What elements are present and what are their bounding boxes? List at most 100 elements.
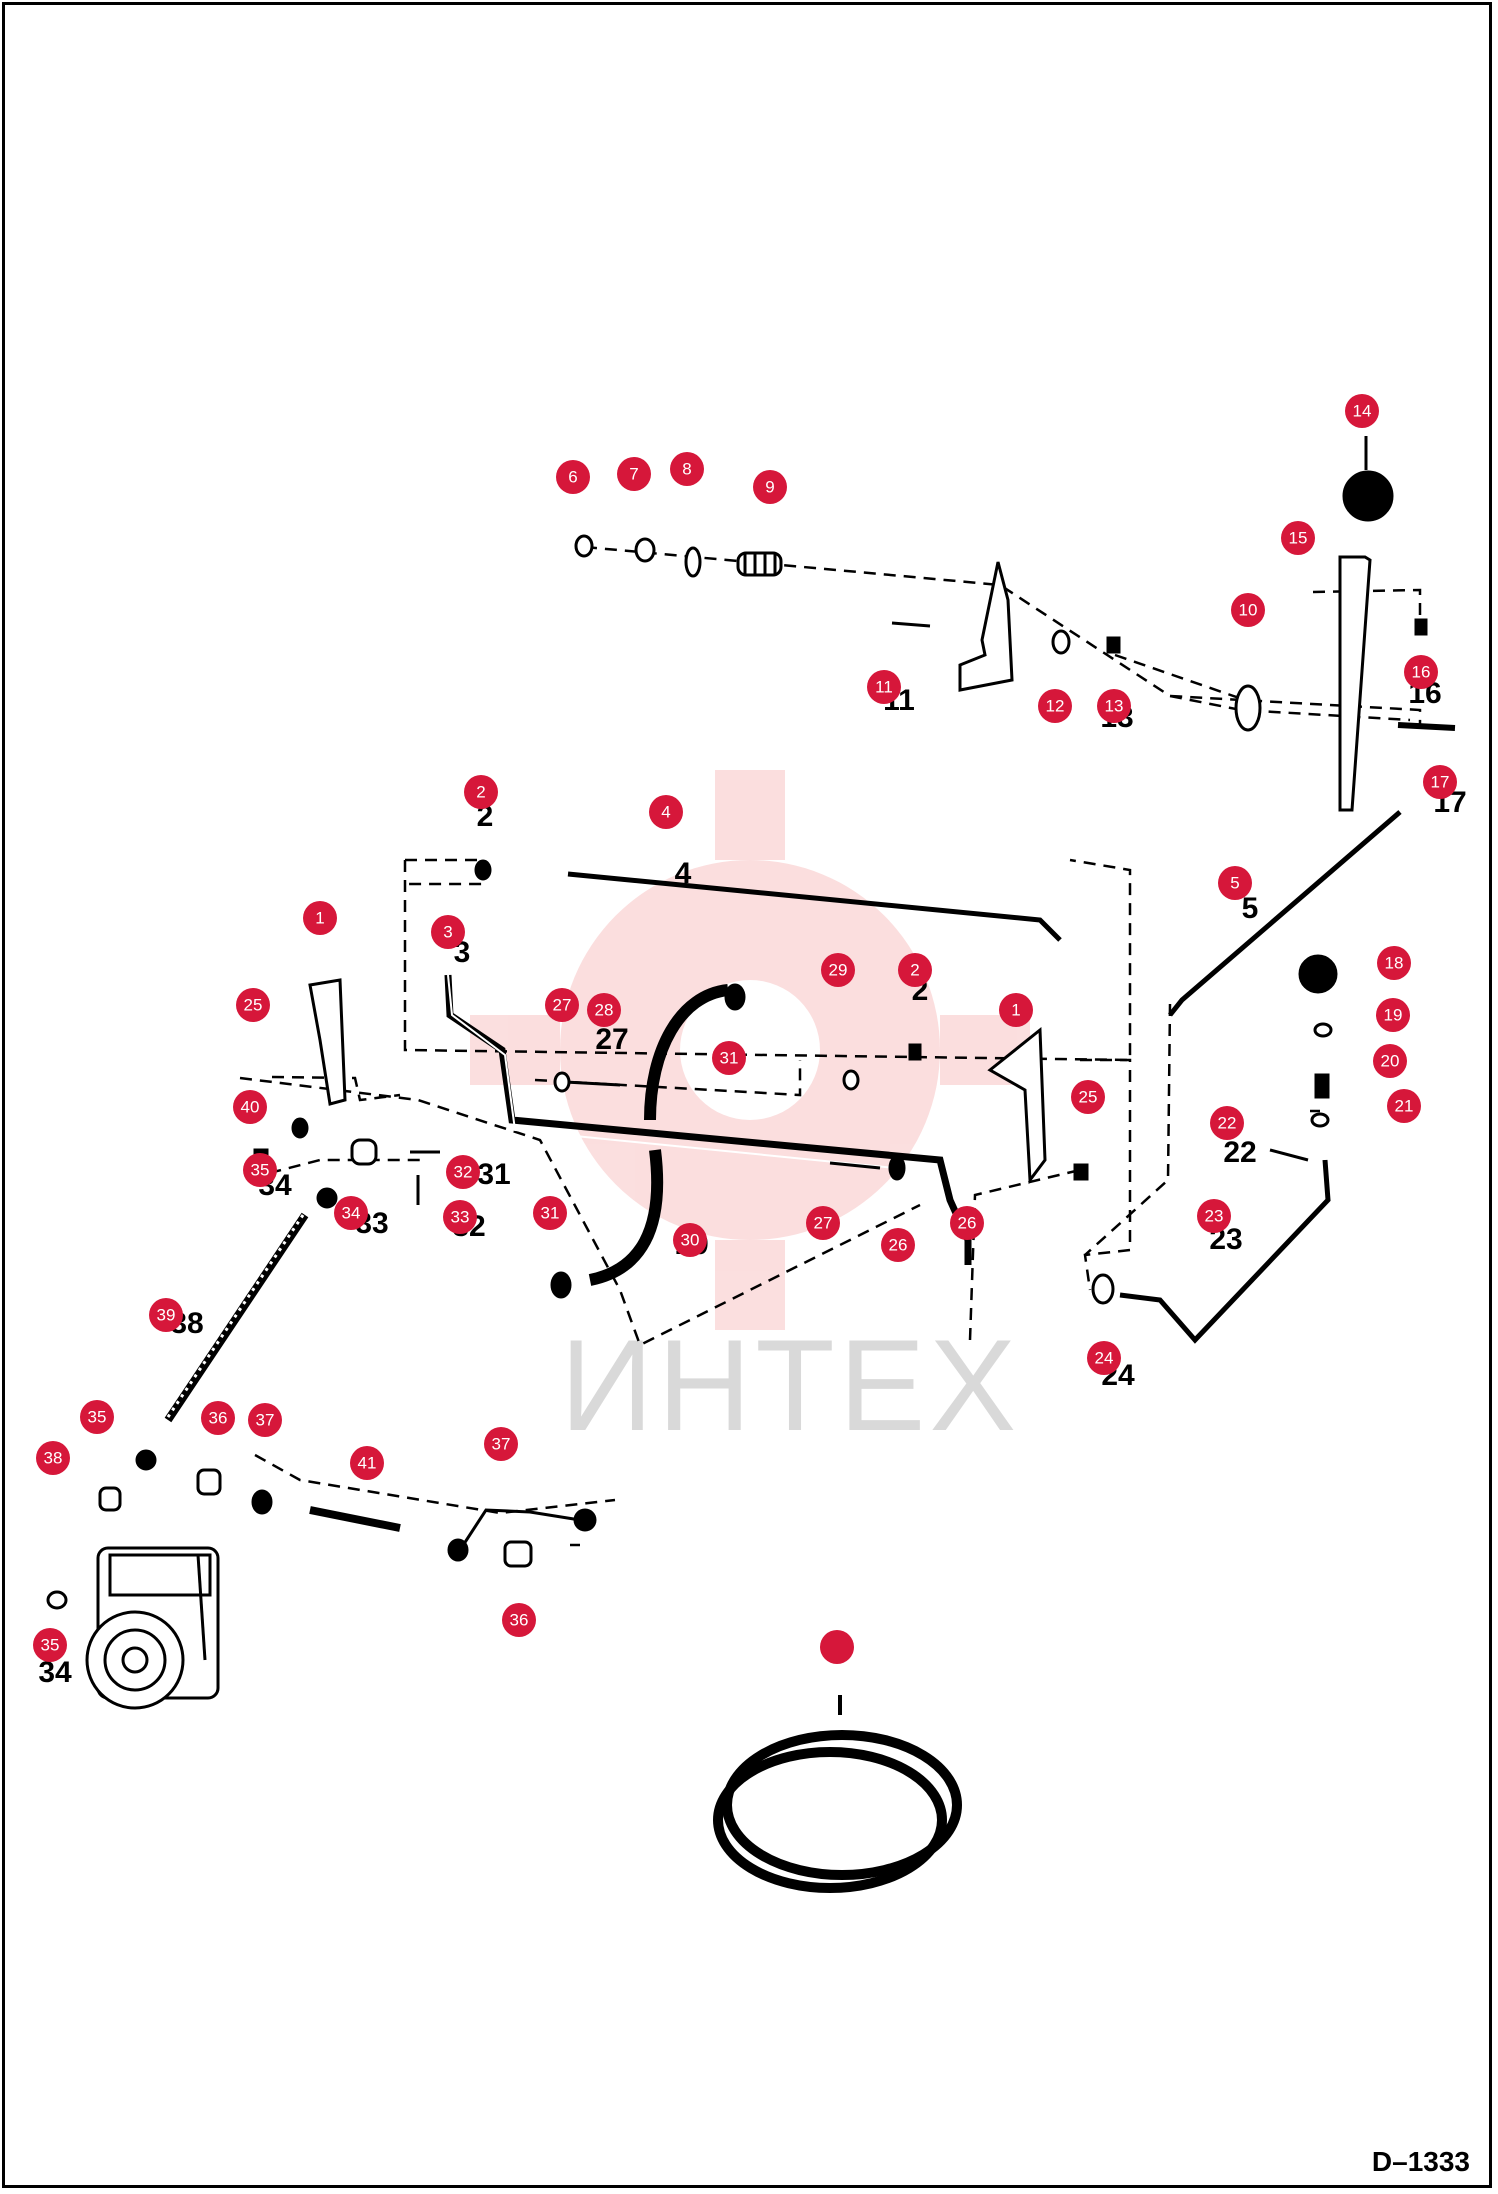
- callout-5: 5: [1218, 866, 1252, 900]
- callout-2: 2: [464, 775, 498, 809]
- callout-25: 25: [236, 988, 270, 1022]
- callout-badge: [33, 1628, 67, 1662]
- callout-badge: [898, 953, 932, 987]
- callout-31: 31: [712, 1041, 746, 1075]
- callout-35: 35: [243, 1153, 277, 1187]
- callout-badge: [446, 1155, 480, 1189]
- callout-label: 23: [1205, 1207, 1224, 1226]
- callout-38: 38: [36, 1441, 70, 1475]
- callout-label: 27: [814, 1214, 833, 1233]
- svg-text:22: 22: [1223, 1136, 1256, 1169]
- svg-text:27: 27: [595, 1023, 628, 1056]
- callout-badge: [1377, 946, 1411, 980]
- callout-34: 34: [334, 1196, 368, 1230]
- callout-40: 40: [233, 1090, 267, 1124]
- callout-label: 40: [241, 1098, 260, 1117]
- callout-20: 20: [1373, 1044, 1407, 1078]
- callout-label: 29: [829, 961, 848, 980]
- callout-14: 14: [1345, 394, 1379, 428]
- callout-label: 38: [44, 1449, 63, 1468]
- callout-label: 18: [1385, 954, 1404, 973]
- callout-badge: [867, 670, 901, 704]
- callout-badge: [1404, 655, 1438, 689]
- callout-badge: [556, 460, 590, 494]
- callout-37: 37: [248, 1403, 282, 1437]
- callout-badge: [1373, 1044, 1407, 1078]
- callout-16: 16: [1404, 655, 1438, 689]
- callout-label: 31: [720, 1049, 739, 1068]
- callout-label: 8: [682, 460, 691, 479]
- callout-37: 37: [484, 1427, 518, 1461]
- callout-badge: [334, 1196, 368, 1230]
- callout-label: 14: [1353, 402, 1372, 421]
- callout-10: 10: [1231, 593, 1265, 627]
- callout-badge: [36, 1441, 70, 1475]
- callout-36: 36: [201, 1401, 235, 1435]
- callout-22: 22: [1210, 1106, 1244, 1140]
- callout-badge: [533, 1196, 567, 1230]
- callout-label: 30: [681, 1231, 700, 1250]
- callout-28: 28: [587, 993, 621, 1027]
- callout-badge: [806, 1206, 840, 1240]
- callout-18: 18: [1377, 946, 1411, 980]
- callout-26: 26: [950, 1206, 984, 1240]
- callout-label: 4: [661, 803, 670, 822]
- callout-label: 33: [451, 1208, 470, 1227]
- callout-label: 25: [244, 996, 263, 1015]
- callout-1: 1: [999, 993, 1033, 1027]
- callout-badge: [649, 795, 683, 829]
- callout-label: 19: [1384, 1006, 1403, 1025]
- callout-badge: [201, 1401, 235, 1435]
- callout-label: 37: [492, 1435, 511, 1454]
- callout-badge: [303, 901, 337, 935]
- callout-23: 23: [1197, 1199, 1231, 1233]
- callout-label: 24: [1095, 1349, 1114, 1368]
- callout-badge: [233, 1090, 267, 1124]
- callout-badge: [464, 775, 498, 809]
- callout-badge: [617, 457, 651, 491]
- callout-label: 20: [1381, 1052, 1400, 1071]
- callout-label: 10: [1239, 601, 1258, 620]
- callout-4: 4: [649, 795, 683, 829]
- callout-19: 19: [1376, 998, 1410, 1032]
- callout-badge: [1038, 689, 1072, 723]
- callout-label: 31: [541, 1204, 560, 1223]
- callout-36: 36: [502, 1603, 536, 1637]
- callout-3: 3: [431, 915, 465, 949]
- callout-badge: [1387, 1089, 1421, 1123]
- callout-41: 41: [350, 1446, 384, 1480]
- callout-badge: [1210, 1106, 1244, 1140]
- callout-label: 26: [958, 1214, 977, 1233]
- callout-badge: [1197, 1199, 1231, 1233]
- callout-badge: [236, 988, 270, 1022]
- callout-label: 36: [510, 1611, 529, 1630]
- callout-25: 25: [1071, 1080, 1105, 1114]
- callout-label: 25: [1079, 1088, 1098, 1107]
- callout-21: 21: [1387, 1089, 1421, 1123]
- callout-badge: [712, 1041, 746, 1075]
- callout-badge: [820, 1630, 854, 1664]
- callout-badge: [753, 470, 787, 504]
- callout-label: 2: [476, 783, 485, 802]
- callout-badge: [999, 993, 1033, 1027]
- callout-badge: [80, 1400, 114, 1434]
- svg-text:4: 4: [675, 857, 692, 890]
- callout-label: 5: [1230, 874, 1239, 893]
- callout-39: 39: [149, 1298, 183, 1332]
- svg-text:31: 31: [477, 1158, 510, 1191]
- callout-label: 1: [1011, 1001, 1020, 1020]
- callout-badge: [248, 1403, 282, 1437]
- callout-label: 17: [1431, 773, 1450, 792]
- callout-35: 35: [33, 1628, 67, 1662]
- callout-badge: [821, 953, 855, 987]
- callout-2: 2: [898, 953, 932, 987]
- callout-label: 36: [209, 1409, 228, 1428]
- callout-badge: [484, 1427, 518, 1461]
- svg-text:5: 5: [1242, 892, 1259, 925]
- callout-label: 16: [1412, 663, 1431, 682]
- callout-label: 21: [1395, 1097, 1414, 1116]
- callout-label: 11: [875, 678, 893, 697]
- callout-27: 27: [806, 1206, 840, 1240]
